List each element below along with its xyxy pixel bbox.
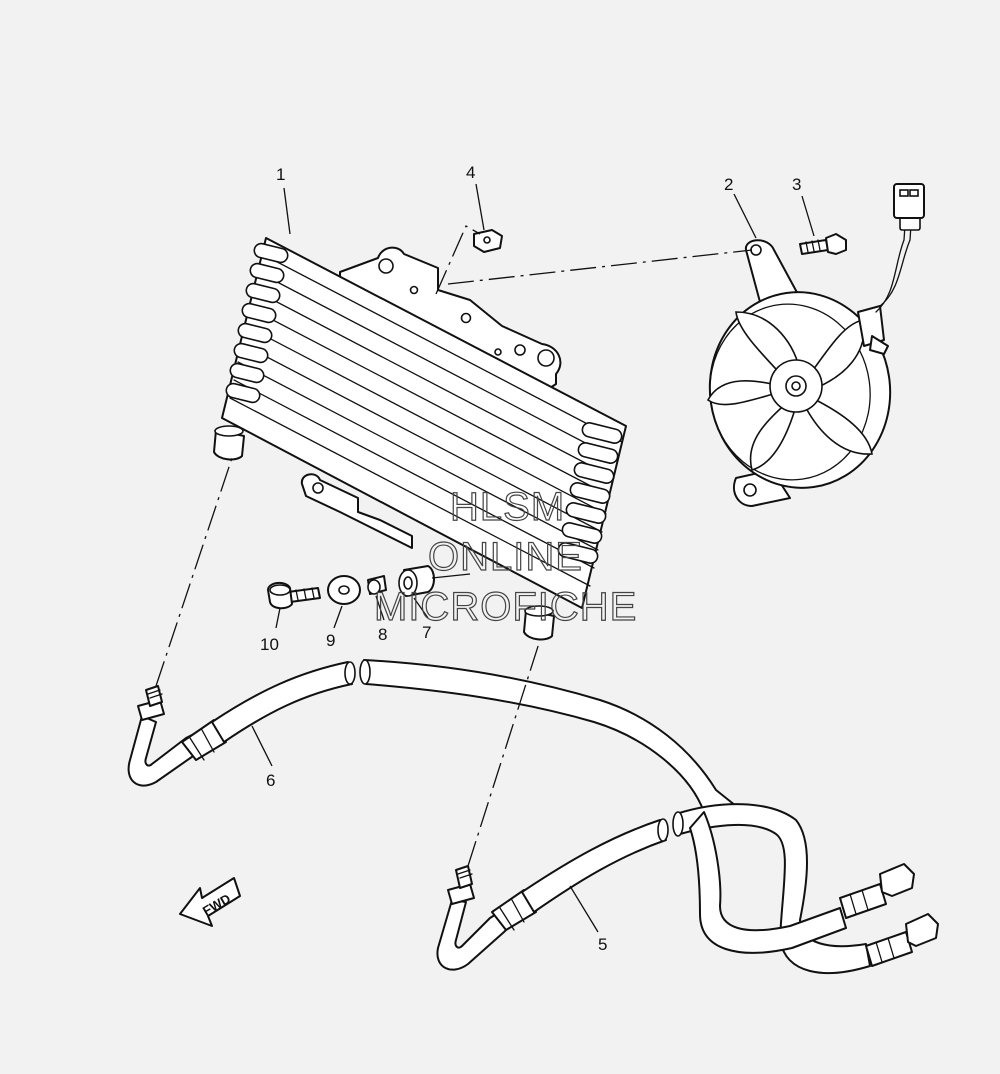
- hardware-grommet: [398, 565, 435, 597]
- watermark-line1: HLSM: [450, 485, 565, 529]
- oil-hose-left: [127, 659, 737, 813]
- callout-1: 1: [276, 165, 285, 184]
- hardware-washer: [327, 575, 361, 605]
- callout-6: 6: [266, 771, 275, 790]
- oil-hose-right: [436, 803, 939, 975]
- hardware-bolt: [267, 582, 321, 610]
- callout-8: 8: [378, 625, 387, 644]
- watermark: HLSM ONLINE MICROFICHE: [373, 484, 637, 629]
- cooling-fan: [706, 183, 925, 507]
- cooler-right-fitting: [523, 605, 555, 641]
- cooler-fins: [225, 242, 623, 587]
- callout-2: 2: [724, 175, 733, 194]
- leader-hose6-to-cooler: [155, 457, 233, 687]
- oil-cooler: [213, 237, 627, 641]
- cooler-left-fitting: [213, 425, 245, 461]
- callout-3: 3: [792, 175, 801, 194]
- hardware-collar: [367, 575, 387, 595]
- callout-10: 10: [260, 635, 279, 654]
- callout-9: 9: [326, 631, 335, 650]
- watermark-line2: ONLINE: [428, 535, 583, 579]
- watermark-line3: MICROFICHE: [374, 585, 637, 629]
- bracket-nut: [473, 229, 503, 253]
- fan-bolt: [799, 233, 847, 255]
- leader-hose5-to-cooler: [467, 639, 541, 867]
- forward-arrow: FWD: [179, 877, 241, 927]
- callout-7: 7: [422, 623, 431, 642]
- callout-4: 4: [466, 163, 475, 182]
- leader-nut: [435, 225, 481, 295]
- leader-fan-mount: [447, 249, 753, 285]
- callout-5: 5: [598, 935, 607, 954]
